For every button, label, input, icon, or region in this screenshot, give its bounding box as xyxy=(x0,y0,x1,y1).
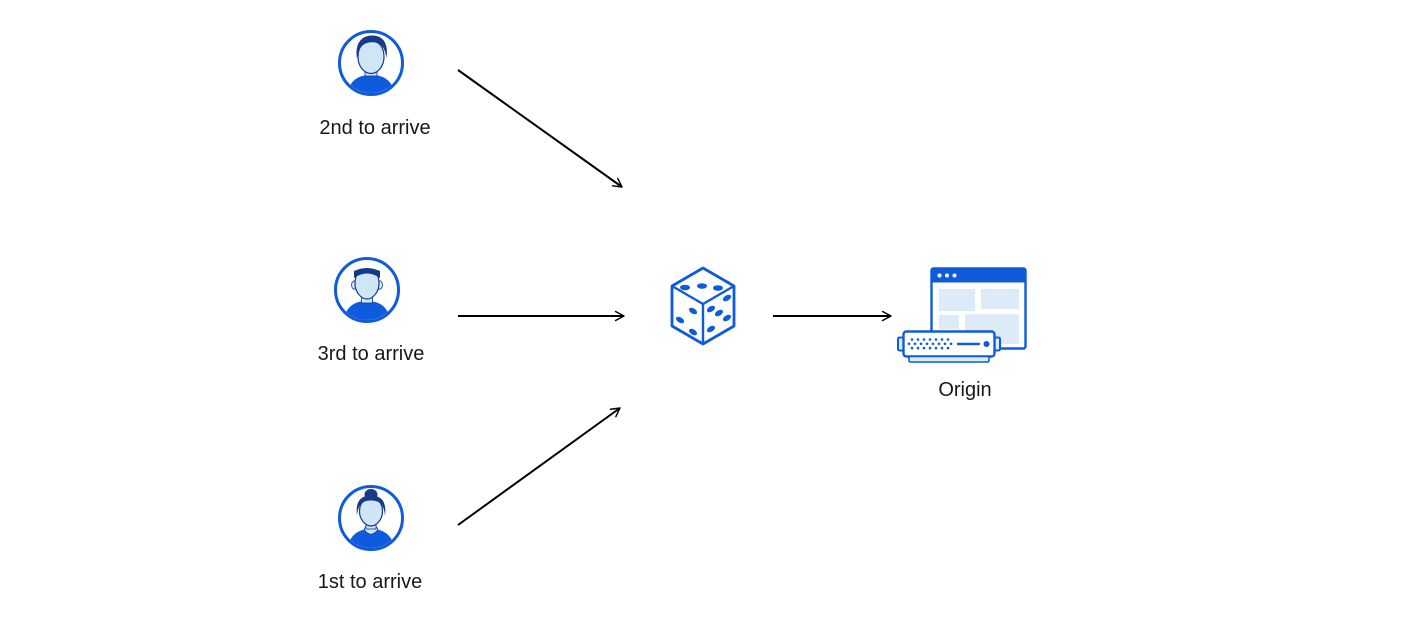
server-appliance-icon xyxy=(897,330,1001,363)
woman-avatar-icon xyxy=(338,485,404,551)
node-user-third xyxy=(334,257,400,328)
label-user-second: 2nd to arrive xyxy=(319,117,431,139)
arrow-first-to-dice xyxy=(457,407,621,526)
label-user-first: 1st to arrive xyxy=(317,571,423,593)
man-avatar-icon xyxy=(338,30,404,96)
arrow-second-to-dice xyxy=(457,69,623,188)
origin-server-icon xyxy=(897,267,1027,363)
node-origin xyxy=(895,262,1030,372)
label-user-third: 3rd to arrive xyxy=(317,343,425,365)
node-randomizer xyxy=(668,265,738,352)
label-origin: Origin xyxy=(938,379,992,401)
node-user-first xyxy=(338,485,404,556)
server-vent-dots xyxy=(907,338,953,350)
node-user-second xyxy=(338,30,404,101)
dice-icon xyxy=(670,266,736,346)
man-flattop-avatar-icon xyxy=(334,257,400,323)
